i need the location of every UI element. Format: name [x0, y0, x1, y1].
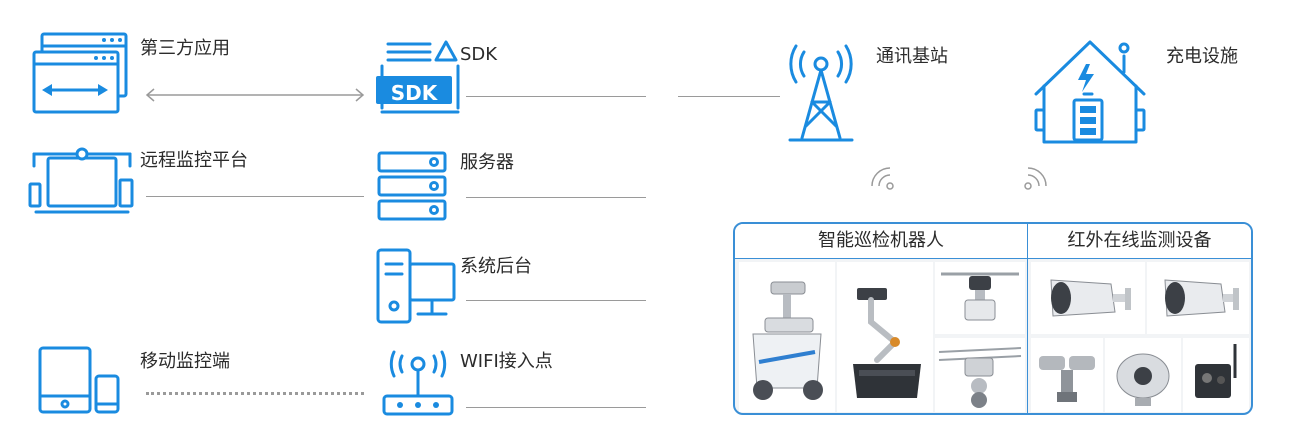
infrared-title: 红外在线监测设备 — [1067, 230, 1212, 251]
browser-windows-icon — [32, 32, 128, 114]
desktop-computer-icon — [376, 248, 456, 324]
server-connector-line — [466, 197, 646, 198]
sdk-connector-line — [466, 96, 646, 97]
server-rack-icon — [377, 151, 447, 221]
remote-platform-label: 远程监控平台 — [140, 150, 248, 171]
wifi-connector-line — [466, 407, 646, 408]
rail-robot-image — [935, 262, 1025, 334]
wheeled-robot-image — [739, 262, 835, 412]
thermal-module-image — [1183, 338, 1249, 412]
tablet-phone-icon — [38, 346, 120, 414]
bullet-camera-image — [1147, 262, 1249, 334]
track-robot-image — [935, 338, 1025, 412]
ptz-camera-image — [1031, 338, 1103, 412]
server-label: 服务器 — [460, 152, 514, 173]
sdk-label: SDK — [460, 44, 498, 65]
charging-station-icon — [1034, 40, 1146, 144]
panel-divider — [1027, 258, 1028, 413]
device-panel: 智能巡检机器人 红外在线监测设备 — [733, 222, 1253, 415]
wifi-label: WIFI接入点 — [460, 351, 553, 372]
wireless-signal-icon — [1024, 167, 1047, 190]
mobile-dotted-connector — [146, 392, 364, 395]
monitor-platform-icon — [28, 147, 134, 214]
signal-tower-icon — [788, 44, 854, 142]
sdk-document-icon — [376, 40, 460, 114]
base-station-label: 通讯基站 — [876, 46, 948, 67]
charging-facility-label: 充电设施 — [1166, 46, 1238, 67]
third-party-app-label: 第三方应用 — [140, 38, 230, 59]
wifi-router-icon — [382, 350, 454, 416]
arm-robot-image — [837, 262, 933, 412]
sdk-badge-text: SDK — [390, 81, 438, 105]
base-station-connector-line — [678, 96, 780, 97]
wireless-signal-icon — [871, 167, 894, 190]
device-panel-header: 智能巡检机器人 红外在线监测设备 — [735, 224, 1251, 259]
explosion-proof-camera-image — [1105, 338, 1181, 412]
platform-connector-line — [146, 196, 364, 197]
backend-connector-line — [466, 300, 646, 301]
backend-label: 系统后台 — [460, 256, 532, 277]
mobile-monitor-label: 移动监控端 — [140, 351, 230, 372]
double-arrow-connector — [145, 88, 365, 102]
robots-title: 智能巡检机器人 — [735, 224, 1028, 258]
bullet-camera-image — [1031, 262, 1145, 334]
